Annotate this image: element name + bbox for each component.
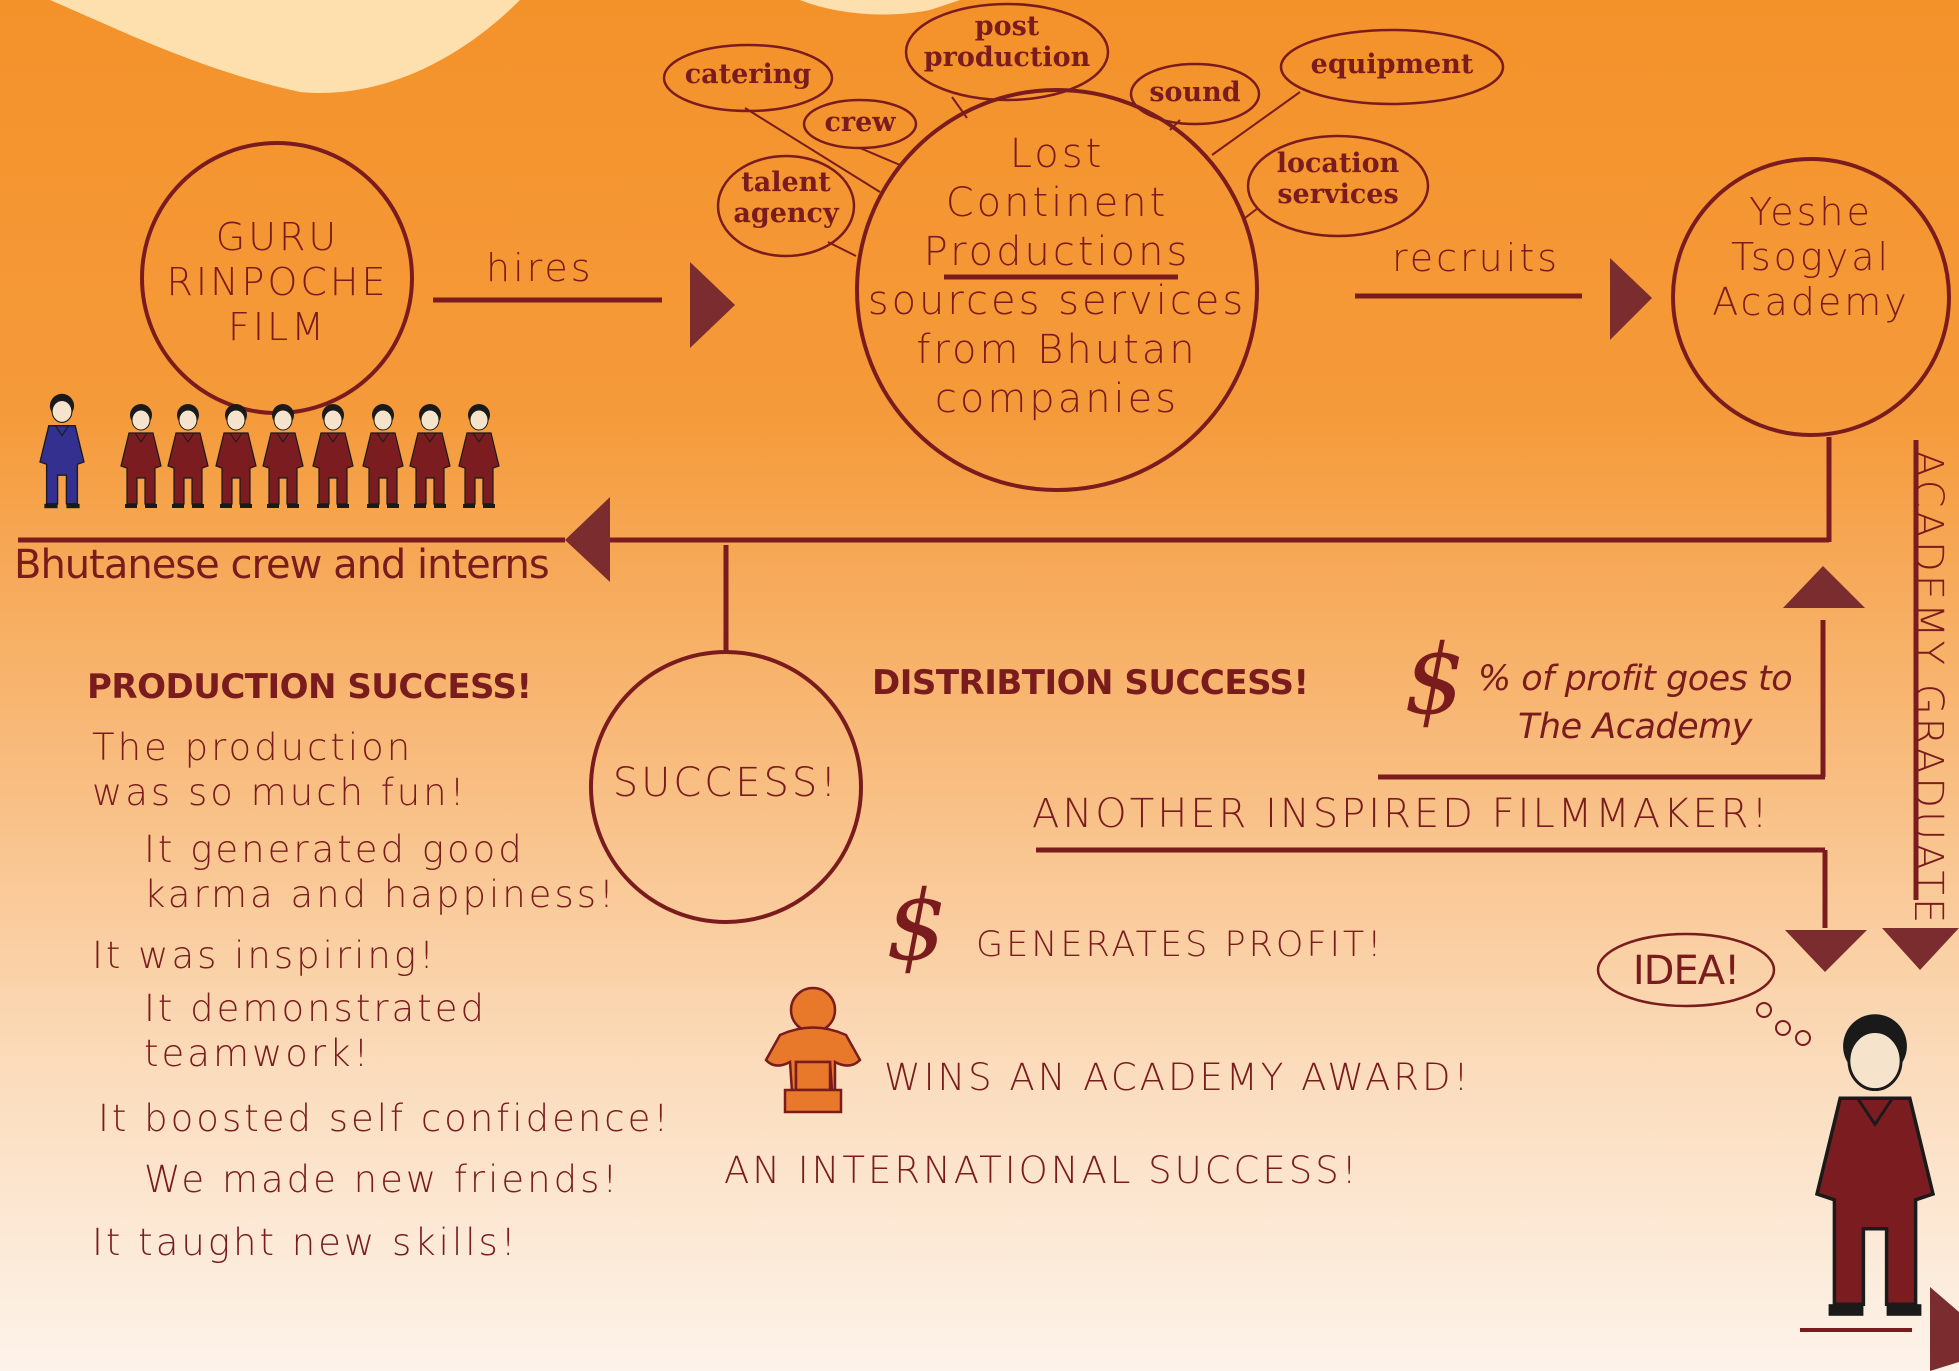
crew-figure xyxy=(409,404,451,508)
crew-figure xyxy=(120,404,162,508)
thought-dot-2 xyxy=(1775,1020,1791,1036)
graduate-figure xyxy=(1814,1014,1936,1316)
production-line-4: karma and happiness! xyxy=(144,873,617,916)
dollar-icon-profit-share: $ xyxy=(1404,624,1466,736)
sound-label: sound xyxy=(1149,77,1241,108)
idea-label: IDEA! xyxy=(1632,948,1740,994)
crew-figure xyxy=(312,404,354,508)
lost-continent-label: Lost Continent Productions sources servi… xyxy=(867,131,1247,422)
bottom-arrowhead xyxy=(1930,1287,1959,1371)
dollar-icon-profit: $ xyxy=(886,870,948,982)
production-line-7: teamwork! xyxy=(144,1032,372,1075)
filmmaker-arrowhead xyxy=(1785,930,1867,972)
location-services-label: location services xyxy=(1276,148,1400,211)
mountain-right xyxy=(800,0,960,15)
idea-bubble xyxy=(1596,932,1776,1008)
sound-bubble xyxy=(1129,62,1261,126)
hires-label: hires xyxy=(486,246,594,290)
thought-dot-3 xyxy=(1795,1030,1811,1046)
production-line-3: It generated good xyxy=(144,828,525,871)
location-services-bubble xyxy=(1246,134,1430,238)
lost-continent-circle xyxy=(855,88,1259,492)
crew-figure xyxy=(167,404,209,508)
profit-share-label: % of profit goes to The Academy xyxy=(1477,659,1793,747)
post-production-label: post production xyxy=(923,11,1091,74)
post-production-bubble xyxy=(904,2,1110,102)
academy-award-trophy xyxy=(764,986,862,1114)
academy-label: Yeshe Tsogyal Academy xyxy=(1712,190,1910,324)
crew-caption: Bhutanese crew and interns xyxy=(14,542,550,588)
crew-figure xyxy=(262,404,304,508)
production-success-heading: PRODUCTION SUCCESS! xyxy=(87,667,532,707)
production-line-1: The production xyxy=(92,726,414,769)
equipment-label: equipment xyxy=(1310,49,1474,80)
mountain-left xyxy=(50,0,520,94)
service-connectors xyxy=(744,91,1301,257)
international-success-label: AN INTERNATIONAL SUCCESS! xyxy=(724,1149,1360,1192)
crew-arrowhead xyxy=(565,497,610,582)
guru-label: GURU RINPOCHE FILM xyxy=(166,215,389,349)
catering-label: catering xyxy=(684,59,812,90)
generates-profit-label: GENERATES PROFIT! xyxy=(976,925,1385,965)
graduate-arrowhead xyxy=(1882,928,1959,970)
crew-label: crew xyxy=(824,107,896,138)
graduate-person xyxy=(1814,1014,1936,1316)
success-label: SUCCESS! xyxy=(612,760,840,806)
crew-figure xyxy=(458,404,500,508)
filmmaker-label: ANOTHER INSPIRED FILMMAKER! xyxy=(1032,791,1771,837)
wins-award-label: WINS AN ACADEMY AWARD! xyxy=(884,1056,1472,1099)
distribution-success-heading: DISTRIBTION SUCCESS! xyxy=(872,663,1309,703)
equipment-bubble xyxy=(1279,28,1505,106)
production-line-2: was so much fun! xyxy=(92,771,468,814)
production-line-6: It demonstrated xyxy=(144,987,487,1030)
crew-bubble xyxy=(802,98,918,150)
talent-agency-bubble xyxy=(716,154,856,258)
production-line-5: It was inspiring! xyxy=(92,934,437,977)
recruits-arrowhead xyxy=(1610,258,1652,340)
production-line-8: It boosted self confidence! xyxy=(98,1097,672,1140)
crew-figures xyxy=(39,393,500,509)
catering-bubble xyxy=(662,43,834,113)
thought-dot-1 xyxy=(1756,1002,1772,1018)
crew-figure xyxy=(362,404,404,508)
production-line-9: We made new friends! xyxy=(144,1158,621,1201)
crew-figure xyxy=(215,404,257,508)
academy-circle xyxy=(1671,157,1951,437)
profit-arrowhead xyxy=(1783,566,1865,608)
production-line-10: It taught new skills! xyxy=(92,1221,519,1264)
crew-figure-leader xyxy=(39,393,85,509)
talent-agency-label: talent agency xyxy=(733,167,839,230)
academy-graduate-label: ACADEMY GRADUATE xyxy=(1905,450,1951,927)
hires-arrowhead xyxy=(690,262,735,348)
recruits-label: recruits xyxy=(1392,236,1561,280)
